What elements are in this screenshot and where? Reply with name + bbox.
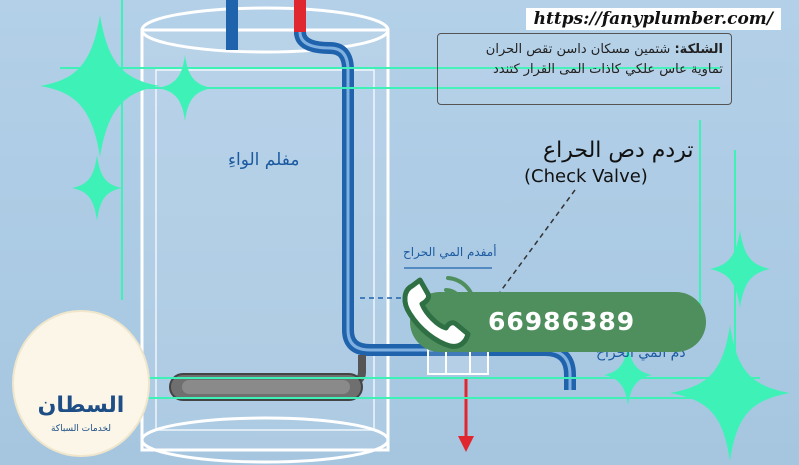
sparkle-small-4 xyxy=(604,345,652,405)
sparkle-watermark xyxy=(40,0,790,461)
sparkle-medium-3 xyxy=(710,230,770,308)
sparkle-small-2 xyxy=(72,155,122,221)
website-url[interactable]: https://fanyplumber.com/ xyxy=(525,8,781,30)
logo-tagline: لخدمات السباكة xyxy=(50,424,111,434)
note-line-2: تماوية عاس علكي كاذات المى القرار كتندد xyxy=(493,62,723,77)
heating-element xyxy=(169,355,366,401)
logo-badge xyxy=(14,312,148,455)
sparkle-large-2 xyxy=(670,325,790,461)
drain-arrow-icon xyxy=(458,378,474,452)
sparkle-large-1 xyxy=(40,15,160,157)
outlet-label-top: أمفدم المي الحراح xyxy=(403,245,497,259)
logo-name: السطان xyxy=(37,393,125,418)
check-valve-label-en: (Check Valve) xyxy=(524,166,648,187)
note-line-1: شتمين مسكان داسن تقص الحران xyxy=(485,42,671,57)
phone-number[interactable]: 66986389 xyxy=(488,307,636,336)
check-valve-leader xyxy=(499,189,576,293)
info-note-box: الشلكة: شتمين مسكان داسن تقص الحران تماو… xyxy=(437,33,732,105)
check-valve-label-ar: تردم دص الحراع xyxy=(543,138,694,163)
phone-icon[interactable] xyxy=(398,268,488,352)
tank-label: مفلم الواءِ xyxy=(228,150,300,170)
note-heading: الشلكة: xyxy=(674,42,723,57)
sparkle-small-1 xyxy=(158,55,212,121)
